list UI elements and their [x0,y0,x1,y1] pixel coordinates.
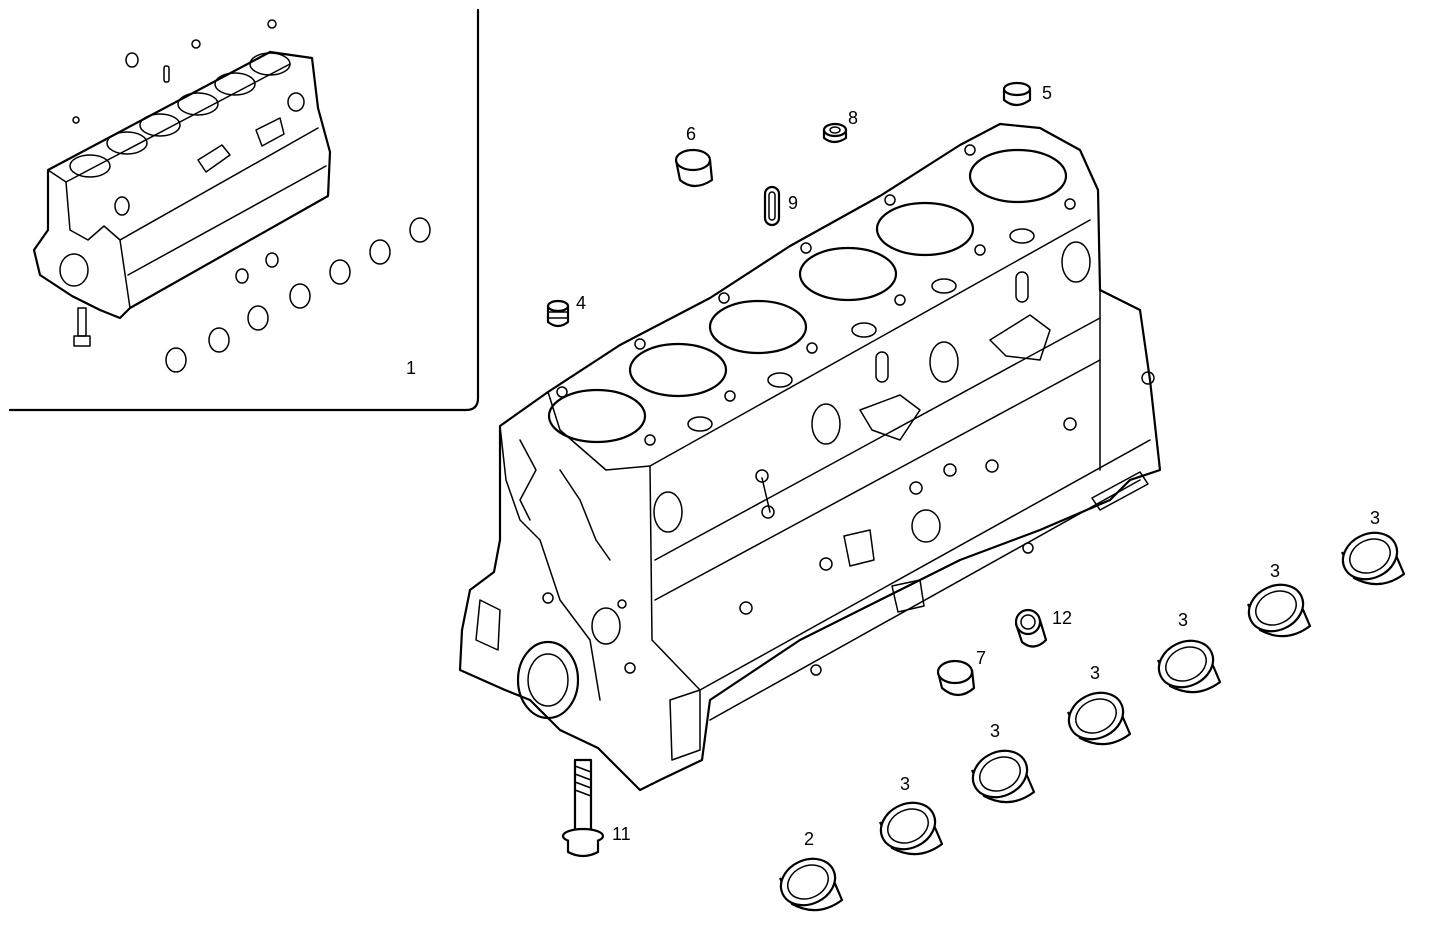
side-features [653,241,1155,676]
part-11-bolt [561,758,605,858]
part-4-threaded-plug [546,299,570,328]
callout-3: 3 [990,721,1000,741]
deck-holes [556,144,1076,446]
inset-bushing-icon [235,268,249,284]
callout-3: 3 [1370,508,1380,528]
inset-cap-icon [125,52,139,68]
callout-7: 7 [976,648,986,668]
inset-engine-block [32,50,332,320]
callout-5: 5 [1042,83,1052,103]
callout-3: 3 [1270,561,1280,581]
callout-2: 2 [804,829,814,849]
part-2-bearing-shell [779,857,844,912]
main-bearing-shells [779,531,1406,912]
part-3-bearing-shell [1067,691,1132,746]
block-outline [458,122,1162,792]
callout-3: 3 [900,774,910,794]
callout-11: 11 [612,824,631,844]
inset-plug-icon [191,39,201,49]
part-12-bushing [1014,608,1048,648]
engine-block [458,122,1162,792]
part-3-bearing-shell [1247,583,1312,638]
callout-12: 12 [1052,608,1072,628]
callout-1: 1 [406,358,416,378]
part-9-dowel-pin [763,185,781,227]
assembly-inset [8,8,480,412]
callout-4: 4 [576,293,586,313]
inset-plug-icon [72,116,80,124]
part-3-bearing-shell [1157,639,1222,694]
part-3-bearing-shell [1341,531,1406,586]
callout-labels: 1 2 3 3 3 3 3 3 4 5 6 7 8 9 11 12 [406,83,1380,849]
deck-front-edge [547,219,1091,471]
callout-6: 6 [686,124,696,144]
inset-border [8,8,480,412]
part-5-core-plug [1002,81,1032,107]
part-8-plug [822,122,848,144]
callout-9: 9 [788,193,798,213]
callout-8: 8 [848,108,858,128]
inset-plug-icon [267,19,277,29]
inset-pin-icon [163,65,170,83]
part-7-cup-plug [936,659,976,697]
crank-bore [516,640,580,720]
part-6-cup-plug [674,148,714,188]
cylinder-bores [547,148,1068,444]
part-3-bearing-shell [879,801,944,856]
callout-3: 3 [1178,610,1188,630]
callout-3: 3 [1090,663,1100,683]
inset-bearing-row [165,217,431,373]
inset-bushing-icon [265,252,279,268]
inset-bolt-icon [73,307,91,347]
part-3-bearing-shell [971,749,1036,804]
